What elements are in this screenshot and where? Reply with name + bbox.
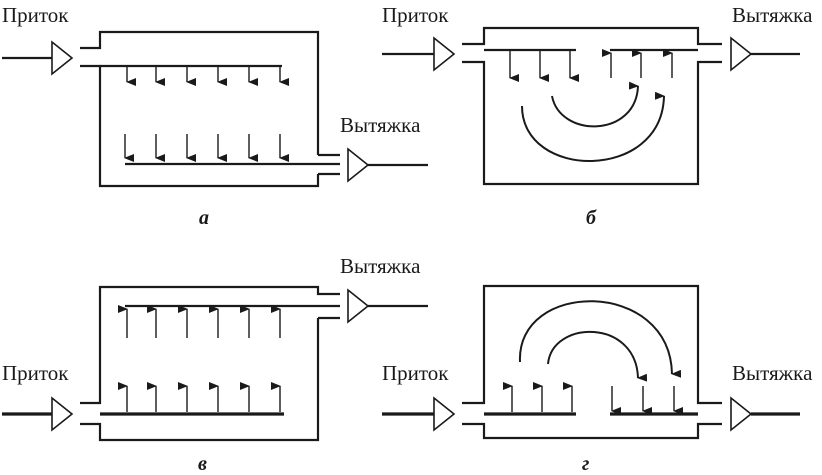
exhaust-fan-icon	[347, 147, 370, 183]
caption-c: в	[198, 453, 207, 475]
exhaust-arrows	[602, 49, 673, 78]
supply-fan-icon	[51, 40, 74, 76]
circulation-curves	[518, 300, 682, 382]
scheme-c: Вытяжка Приток в	[2, 254, 428, 475]
scheme-b: Приток Вытяжка б	[382, 3, 813, 229]
supply-fan-icon	[51, 396, 74, 432]
supply-fan-icon	[433, 36, 456, 72]
exhaust-label: Вытяжка	[340, 113, 421, 137]
supply-fan-icon	[433, 396, 456, 432]
caption-b: б	[586, 207, 597, 229]
scheme-d: Приток Вытяжка г	[382, 284, 813, 475]
exhaust-arrows	[124, 134, 289, 162]
supply-arrows	[126, 67, 289, 86]
exhaust-label: Вытяжка	[732, 3, 813, 27]
exhaust-arrows	[118, 305, 281, 338]
exhaust-fan-icon	[730, 396, 753, 432]
supply-label: Приток	[2, 361, 69, 385]
supply-arrows	[118, 382, 281, 412]
exhaust-label: Вытяжка	[732, 361, 813, 385]
exhaust-fan-icon	[730, 36, 753, 72]
supply-arrows	[503, 382, 573, 412]
supply-label: Приток	[382, 361, 449, 385]
supply-label: Приток	[382, 3, 449, 27]
scheme-a: Приток Вытяжка а	[2, 3, 428, 229]
exhaust-fan-icon	[347, 288, 370, 324]
exhaust-arrows	[611, 386, 683, 415]
caption-d: г	[582, 453, 589, 475]
caption-a: а	[199, 207, 209, 229]
exhaust-label: Вытяжка	[340, 254, 421, 278]
supply-arrows	[509, 51, 579, 82]
circulation-curves	[521, 81, 665, 162]
supply-label: Приток	[2, 3, 69, 27]
